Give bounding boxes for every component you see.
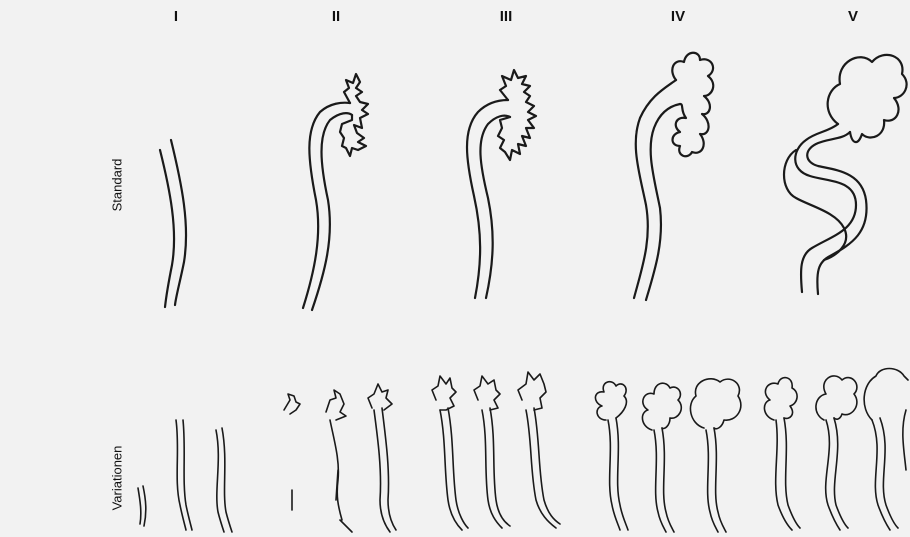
standard-stage-3-duct xyxy=(467,70,536,298)
variation-stage-3 xyxy=(432,372,560,530)
variation-stage-5 xyxy=(764,369,908,531)
standard-stage-2-duct xyxy=(303,74,368,310)
variation-stage-4 xyxy=(595,379,740,532)
standard-stage-4-duct xyxy=(634,53,713,300)
standard-stage-5-duct xyxy=(784,55,907,294)
standard-stage-1-duct xyxy=(160,140,186,307)
variation-stage-2 xyxy=(284,384,396,532)
variation-stage-1 xyxy=(138,420,232,532)
